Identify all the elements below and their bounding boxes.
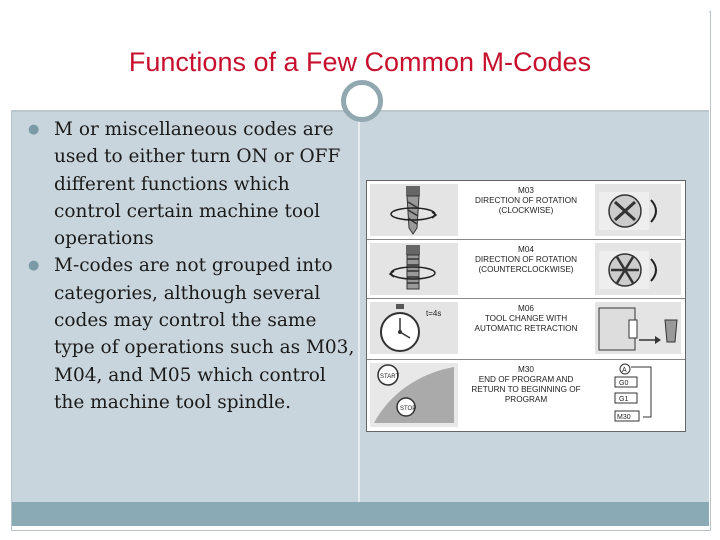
program-label-g0: G0 [619,380,628,387]
timer-label: t=4s [426,309,441,318]
figure-row-m04: M04 DIRECTION OF ROTATION (COUNTERCLOCKW… [367,240,685,299]
m03-label: M03 DIRECTION OF ROTATION (CLOCKWISE) [461,186,591,216]
m30-code: M30 [518,365,534,374]
stop-label: STOP [400,406,416,412]
spindle-clockwise-icon [595,184,681,236]
tap-counterclockwise-icon [370,243,458,295]
program-label-g1: G1 [619,396,628,403]
bullet-icon: ● [28,258,40,274]
m30-label: M30 END OF PROGRAM AND RETURN TO BEGINNI… [461,365,591,405]
bottom-bar [12,502,709,526]
tool-change-icon [595,302,681,354]
m04-desc: DIRECTION OF ROTATION (COUNTERCLOCKWISE) [474,255,578,274]
left-content-panel [12,112,358,502]
m03-desc: DIRECTION OF ROTATION (CLOCKWISE) [474,196,578,215]
program-label-m30: M30 [617,414,631,421]
m04-code: M04 [518,245,534,254]
m06-code: M06 [518,304,534,313]
figure-row-m30: START STOP M30 END OF PROGRAM AND RETURN… [367,360,685,431]
slide-title: Functions of a Few Common M-Codes [128,47,592,77]
panel-separator [358,112,360,502]
bullet-text: M or miscellaneous codes are used to eit… [54,119,341,250]
m06-label: M06 TOOL CHANGE WITH AUTOMATIC RETRACTIO… [461,304,591,334]
m04-label: M04 DIRECTION OF ROTATION (COUNTERCLOCKW… [461,245,591,275]
figure-row-m06: t=4s M06 TOOL CHANGE WITH AUTOMATIC RETR… [367,299,685,360]
figure-row-m03: M03 DIRECTION OF ROTATION (CLOCKWISE) [367,181,685,240]
bullet-list: ● M or miscellaneous codes are used to e… [26,116,356,416]
bullet-icon: ● [28,122,40,137]
m03-code: M03 [518,186,534,195]
m30-desc: END OF PROGRAM AND RETURN TO BEGINNING O… [471,375,581,404]
program-label-a: A [622,367,627,374]
bullet-text: M-codes are not grouped into categories,… [54,255,355,413]
bullet-item: ● M-codes are not grouped into categorie… [26,252,356,416]
program-blocks-icon: A G0 G1 M30 [595,363,681,427]
drill-clockwise-icon [370,184,458,236]
m06-desc: TOOL CHANGE WITH AUTOMATIC RETRACTION [474,314,578,333]
spindle-counterclockwise-icon [595,243,681,295]
decorative-circle [341,80,383,122]
program-flow-icon: START STOP [370,363,458,427]
start-label: START [380,374,399,380]
stopwatch-icon: t=4s [370,302,458,354]
m-code-figure: M03 DIRECTION OF ROTATION (CLOCKWISE) M [366,180,686,432]
bullet-item: ● M or miscellaneous codes are used to e… [26,116,356,252]
